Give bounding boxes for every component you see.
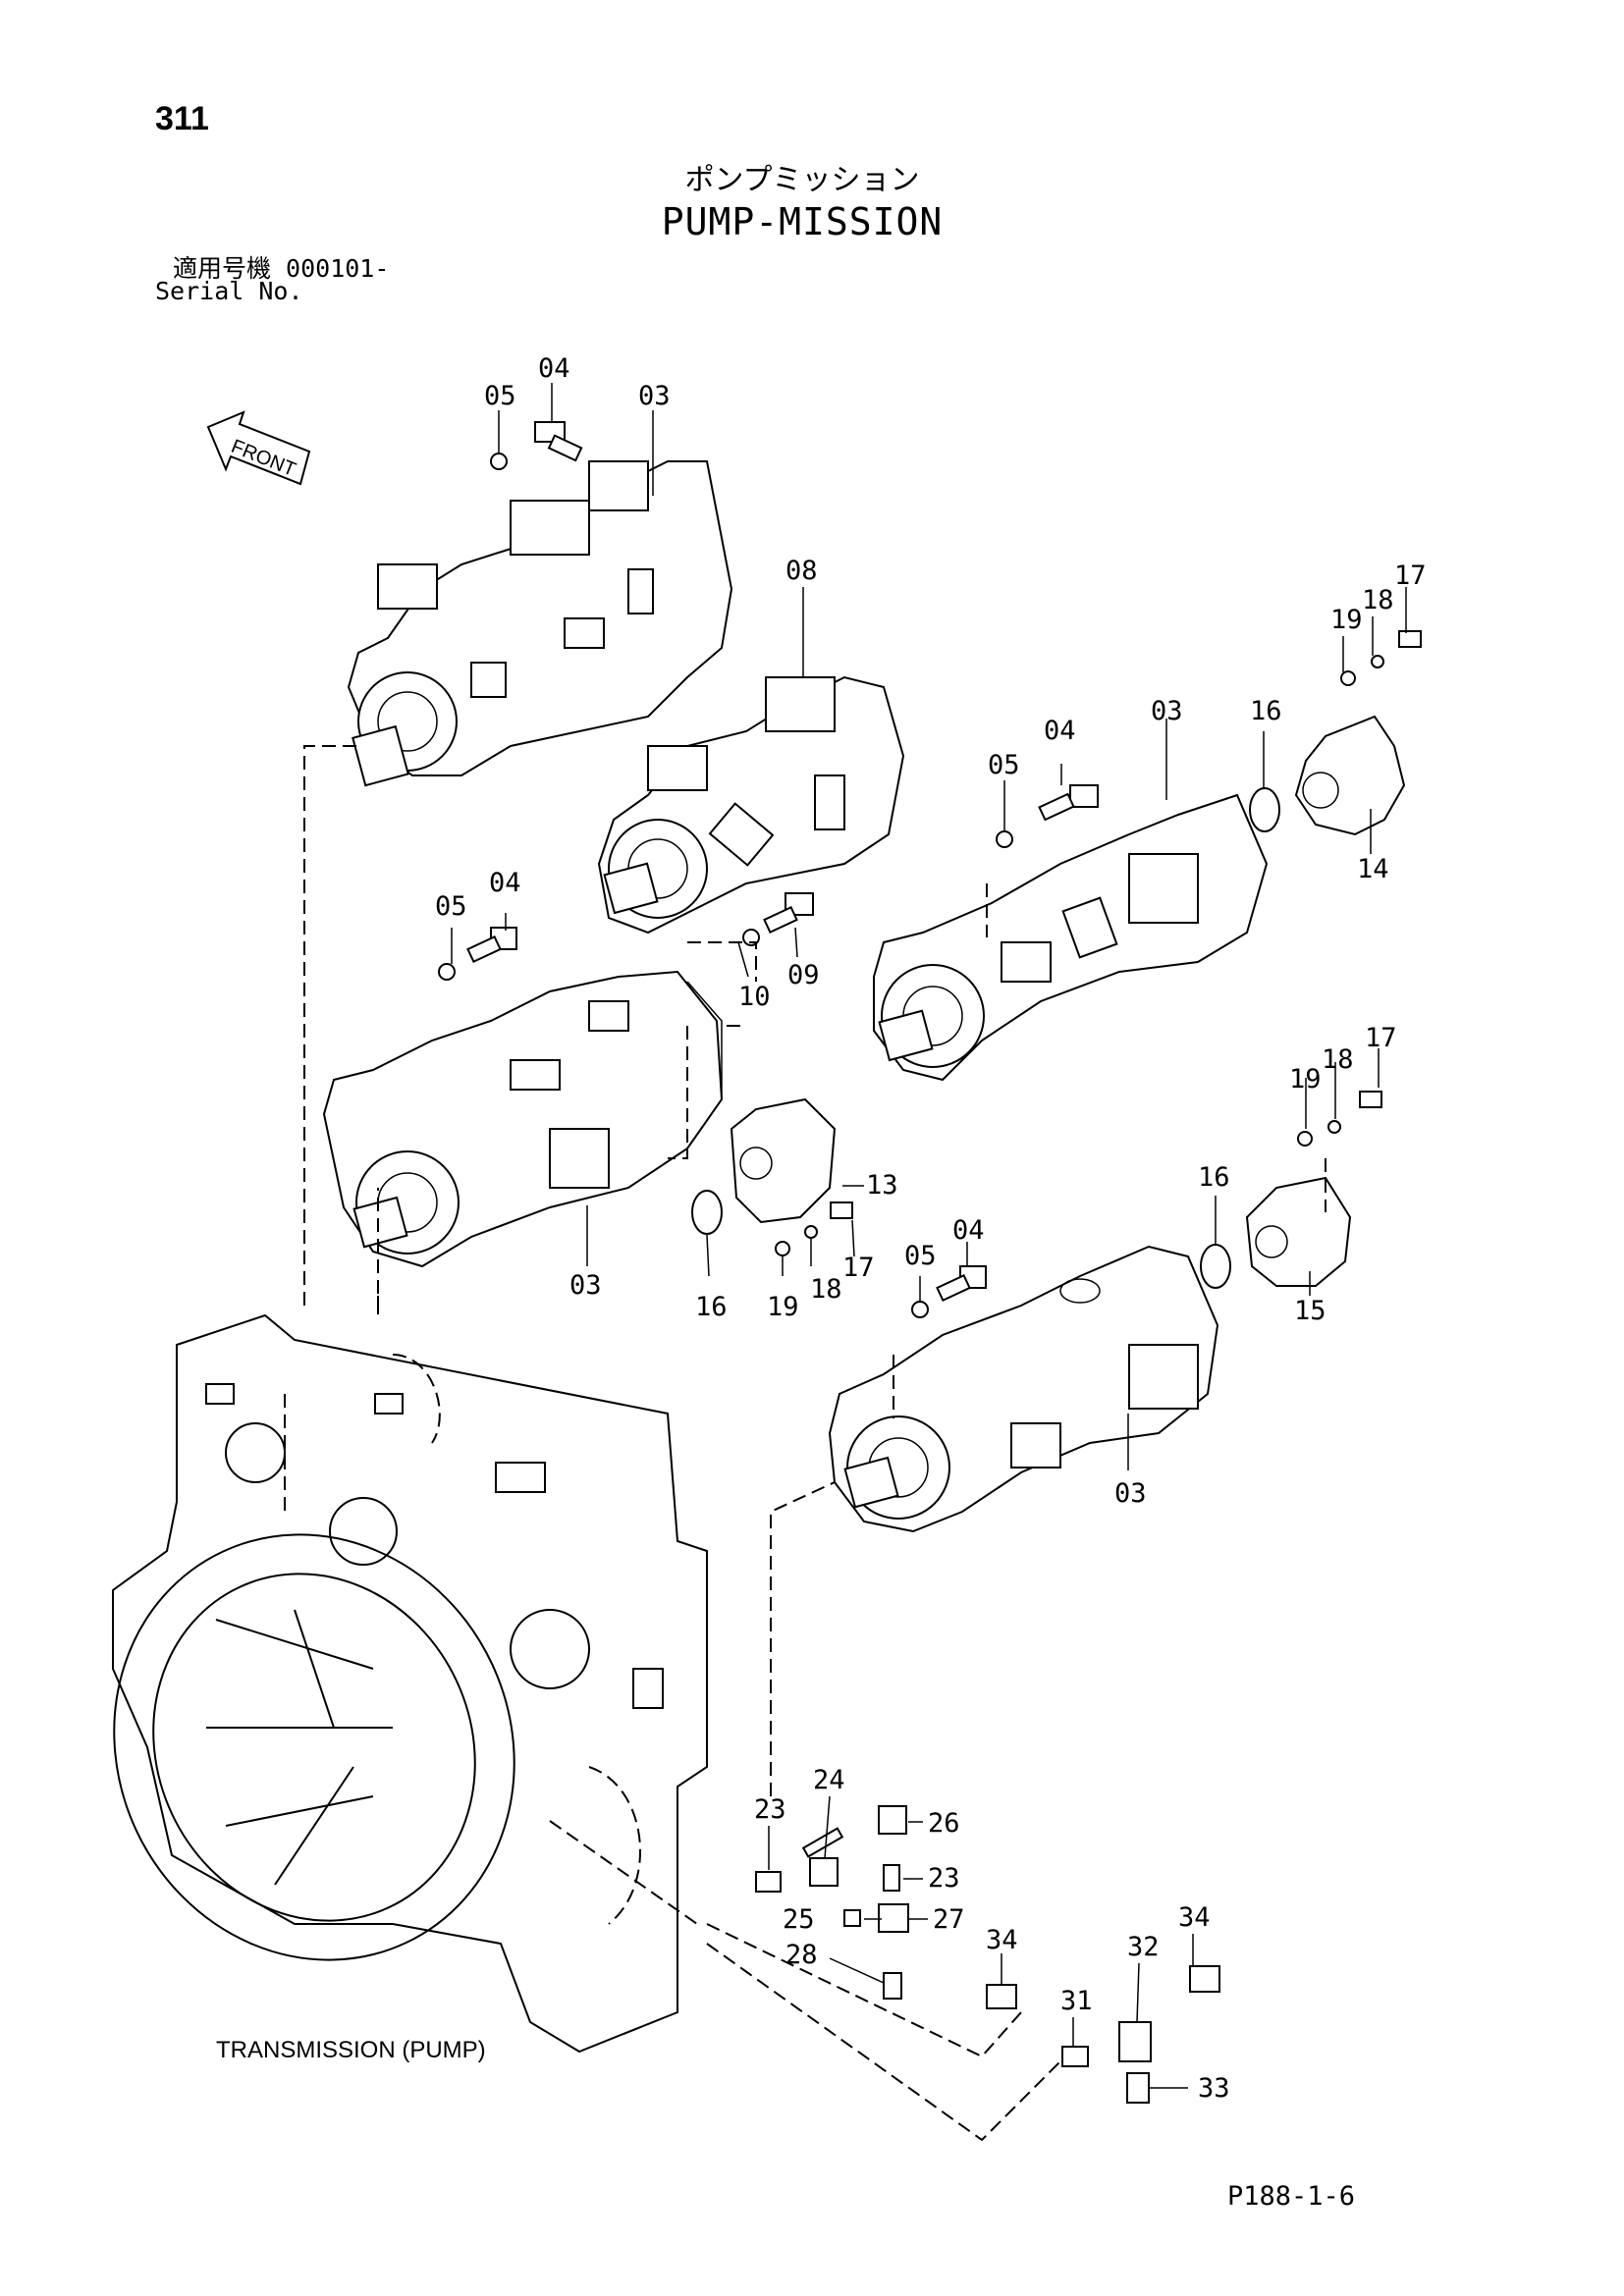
bolt-17-mid-icon <box>830 1201 853 1219</box>
callout-26: 26 <box>928 1808 960 1839</box>
elbow-34a-icon <box>986 1984 1017 2009</box>
callout-numbers: 04 05 03 08 19 18 17 04 05 03 16 14 04 0… <box>435 353 1427 2104</box>
callout-19: 19 <box>1330 605 1363 635</box>
washer-05-right-icon <box>996 830 1013 848</box>
callout-17: 17 <box>1394 561 1427 591</box>
bolt-17-top-icon <box>1398 630 1422 648</box>
washer-05-icon <box>490 453 508 470</box>
fittings-group <box>755 1805 1220 2104</box>
bolt-04-icon <box>534 421 583 462</box>
washer-05-lower-icon <box>911 1301 929 1318</box>
callout-34: 34 <box>986 1925 1018 1955</box>
pump-assembly-08 <box>597 675 905 934</box>
callout-17: 17 <box>842 1253 875 1283</box>
bolt-17-lower-icon <box>1359 1091 1382 1108</box>
o-ring-16-lower-icon <box>1200 1244 1231 1289</box>
pump-15-icon <box>1245 1176 1352 1287</box>
callout-16: 16 <box>1198 1162 1230 1193</box>
callout-16: 16 <box>1250 696 1282 726</box>
pump-assembly-right <box>873 793 1269 1082</box>
washer-19-mid-icon <box>775 1241 790 1256</box>
callout-23: 23 <box>754 1794 786 1825</box>
callout-09: 09 <box>787 960 820 990</box>
page-reference: P188-1-6 <box>1227 2181 1356 2212</box>
bolt-04-right-icon <box>1038 784 1099 822</box>
callout-05: 05 <box>435 891 467 922</box>
page-number: 311 <box>155 100 209 137</box>
callout-05: 05 <box>904 1241 937 1271</box>
pump-13-icon <box>730 1097 837 1224</box>
callout-19: 19 <box>1289 1064 1322 1095</box>
plug-25-icon <box>843 1909 861 1927</box>
washer-19-top-icon <box>1340 670 1356 686</box>
front-arrow-icon: FRONT <box>206 410 311 486</box>
callout-08: 08 <box>785 556 818 586</box>
bolt-04-left-icon <box>466 927 517 964</box>
washer-18-top-icon <box>1371 655 1384 668</box>
elbow-26-icon <box>878 1805 907 1835</box>
callout-33: 33 <box>1198 2073 1230 2104</box>
valve-24-icon <box>809 1857 839 1887</box>
callout-05: 05 <box>484 381 516 411</box>
pump-assembly-top <box>347 460 733 787</box>
transmission-housing <box>112 1313 708 2054</box>
fitting-33-icon <box>1126 2072 1150 2104</box>
fitting-31-icon <box>1061 2046 1089 2067</box>
leader-lines <box>303 383 1407 2142</box>
callout-32: 32 <box>1127 1932 1160 1962</box>
callout-04: 04 <box>489 868 521 898</box>
callout-03: 03 <box>1151 696 1183 726</box>
fitting-28-icon <box>883 1972 902 2000</box>
callout-03: 03 <box>1114 1478 1147 1509</box>
callout-04: 04 <box>1044 716 1076 746</box>
fitting-23-icon <box>755 1871 782 1893</box>
callout-16: 16 <box>695 1292 728 1322</box>
washer-19-lower-icon <box>1297 1131 1313 1147</box>
bolt-09-icon <box>763 892 814 934</box>
tee-27-icon <box>878 1903 909 1933</box>
callout-23: 23 <box>928 1863 960 1894</box>
callout-28: 28 <box>785 1940 818 1970</box>
callout-05: 05 <box>988 750 1020 780</box>
title-japanese: ポンプミッション <box>684 163 920 197</box>
callout-10: 10 <box>738 982 771 1012</box>
callout-25: 25 <box>783 1904 815 1935</box>
callout-18: 18 <box>810 1274 842 1305</box>
bolt-04-lower-icon <box>936 1265 987 1303</box>
callout-03: 03 <box>638 381 671 411</box>
washer-18-lower-icon <box>1327 1120 1341 1134</box>
pump-assembly-lower <box>828 1245 1219 1533</box>
callout-04: 04 <box>538 353 570 384</box>
callout-31: 31 <box>1060 1986 1093 2016</box>
callout-15: 15 <box>1294 1296 1326 1326</box>
callout-04: 04 <box>952 1215 985 1246</box>
washer-18-mid-icon <box>804 1225 818 1239</box>
callout-14: 14 <box>1357 854 1389 884</box>
callout-34: 34 <box>1178 1902 1211 1933</box>
callout-03: 03 <box>569 1270 602 1301</box>
callout-27: 27 <box>933 1904 965 1935</box>
callout-24: 24 <box>813 1765 845 1795</box>
callout-13: 13 <box>866 1170 898 1201</box>
callout-17: 17 <box>1365 1023 1397 1053</box>
callout-18: 18 <box>1362 585 1394 615</box>
pump-assembly-left <box>322 970 724 1268</box>
transmission-label: TRANSMISSION (PUMP) <box>216 2037 486 2063</box>
serial-label-japanese: 適用号機 000101- <box>173 254 390 283</box>
page-title: PUMP-MISSION <box>661 200 944 243</box>
elbow-32-icon <box>1118 2021 1152 2062</box>
o-ring-16-top-icon <box>1249 787 1280 832</box>
washer-05-left-icon <box>438 963 456 981</box>
fitting-23b-icon <box>883 1864 900 1892</box>
pump-14-icon <box>1294 715 1406 836</box>
callout-18: 18 <box>1322 1044 1354 1075</box>
serial-label: Serial No. <box>155 277 303 305</box>
o-ring-16-mid-icon <box>691 1190 723 1235</box>
callout-19: 19 <box>767 1292 799 1322</box>
elbow-34b-icon <box>1189 1965 1220 1993</box>
